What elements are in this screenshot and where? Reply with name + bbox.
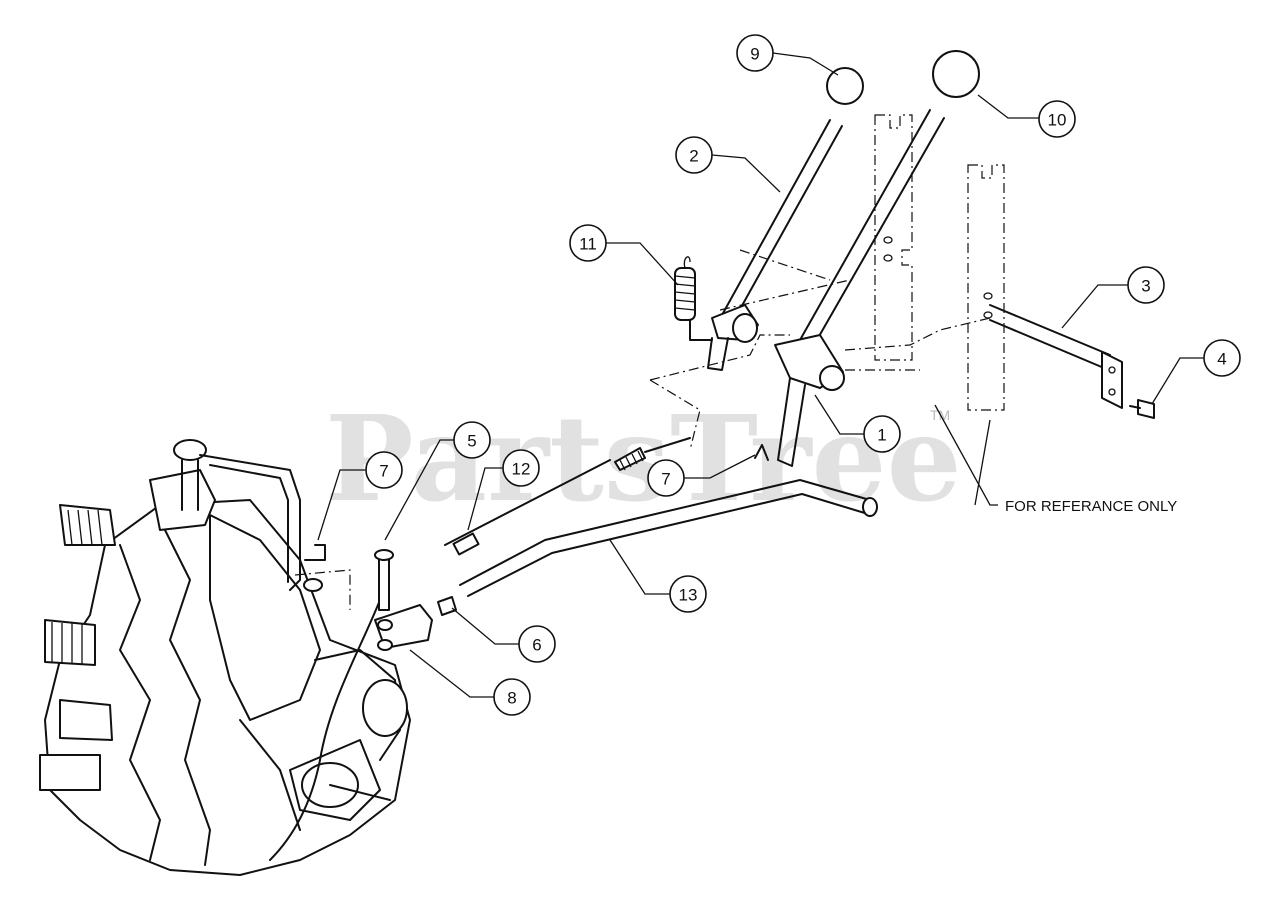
alignment-lines [649,249,991,451]
cotter-pin [754,444,769,461]
callout-7-right: 7 [647,459,685,497]
reference-plate-left [874,114,913,361]
pivot-rod [989,304,1155,419]
callout-10-label: 10 [1048,111,1067,130]
callout-6: 6 [518,625,556,663]
lever-right [774,50,980,467]
callout-9-label: 9 [750,45,759,64]
callout-13: 13 [669,575,707,613]
callout-2: 2 [675,136,713,174]
leader-lines [317,52,1204,698]
spring [674,256,696,321]
callout-5: 5 [453,421,491,459]
control-cable [269,437,691,861]
callout-5-label: 5 [467,432,476,451]
callout-1: 1 [863,415,901,453]
callout-11: 11 [569,224,607,262]
callout-4-label: 4 [1217,350,1226,369]
callout-12-label: 12 [512,460,531,479]
callout-7-left-label: 7 [379,462,388,481]
callout-2-label: 2 [689,147,698,166]
callout-7-right-label: 7 [661,470,670,489]
shift-rod [459,479,878,597]
callout-11-label: 11 [579,235,597,254]
callout-6-label: 6 [532,636,541,655]
callout-9: 9 [736,34,774,72]
callout-1-label: 1 [877,426,886,445]
callout-7-left: 7 [365,451,403,489]
reference-note: FOR REFERANCE ONLY [1005,498,1177,515]
callout-13-label: 13 [679,586,698,605]
callout-3-label: 3 [1141,277,1150,296]
callout-12: 12 [502,449,540,487]
lever-left [689,67,864,371]
clevis-assembly [294,544,457,651]
callout-10: 10 [1038,100,1076,138]
transmission-assembly [39,439,411,876]
callout-4: 4 [1203,339,1241,377]
reference-plate-right [967,164,1005,411]
callout-3: 3 [1127,266,1165,304]
callout-8-label: 8 [507,689,516,708]
callout-8: 8 [493,678,531,716]
